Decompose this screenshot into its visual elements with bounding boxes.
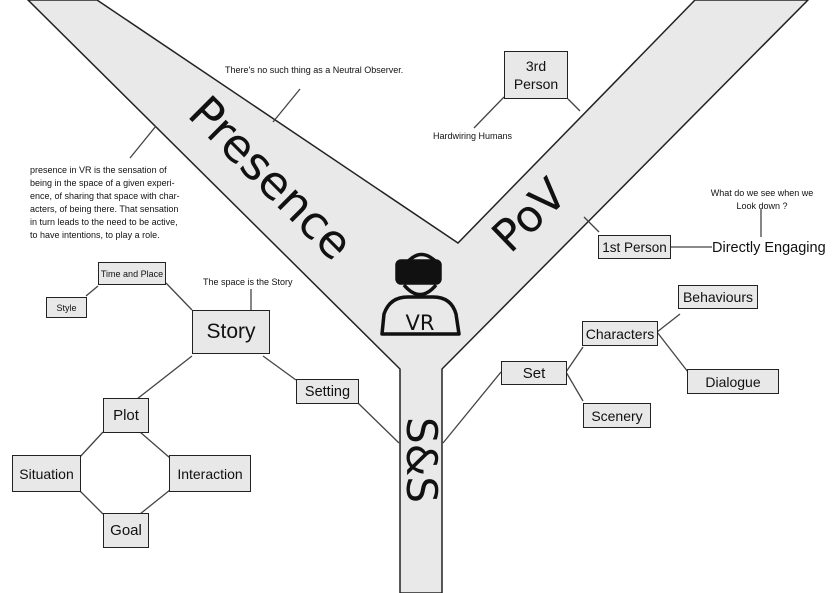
vr-headset-person-icon	[380, 252, 461, 336]
story-box: Story	[192, 310, 270, 354]
behaviours-box: Behaviours	[678, 285, 758, 309]
setting-box: Setting	[296, 379, 359, 404]
style-box: Style	[46, 297, 87, 318]
interaction-box: Interaction	[169, 455, 251, 492]
time-and-place-box: Time and Place	[98, 262, 166, 285]
ss-label: S&S	[397, 416, 446, 504]
first-person-box: 1st Person	[598, 235, 671, 259]
third-person-box: 3rd Person	[504, 51, 568, 99]
characters-box: Characters	[582, 321, 658, 346]
scenery-box: Scenery	[583, 403, 651, 428]
directly-engaging-label: Directly Engaging	[712, 240, 826, 256]
situation-box: Situation	[12, 455, 81, 492]
dialogue-box: Dialogue	[687, 369, 779, 394]
neutral-observer-note: There's no such thing as a Neutral Obser…	[225, 65, 404, 75]
space-is-story-note: The space is the Story	[203, 277, 293, 287]
plot-box: Plot	[103, 398, 149, 433]
look-down-note: What do we see when we Look down ?	[710, 188, 814, 211]
vr-label: VR	[405, 311, 435, 335]
connector-lines	[78, 88, 762, 515]
hardwiring-humans-note: Hardwiring Humans	[433, 131, 513, 141]
goal-box: Goal	[103, 513, 149, 548]
presence-definition-note: presence in VR is the sensation of being…	[30, 165, 180, 240]
set-box: Set	[501, 361, 567, 385]
